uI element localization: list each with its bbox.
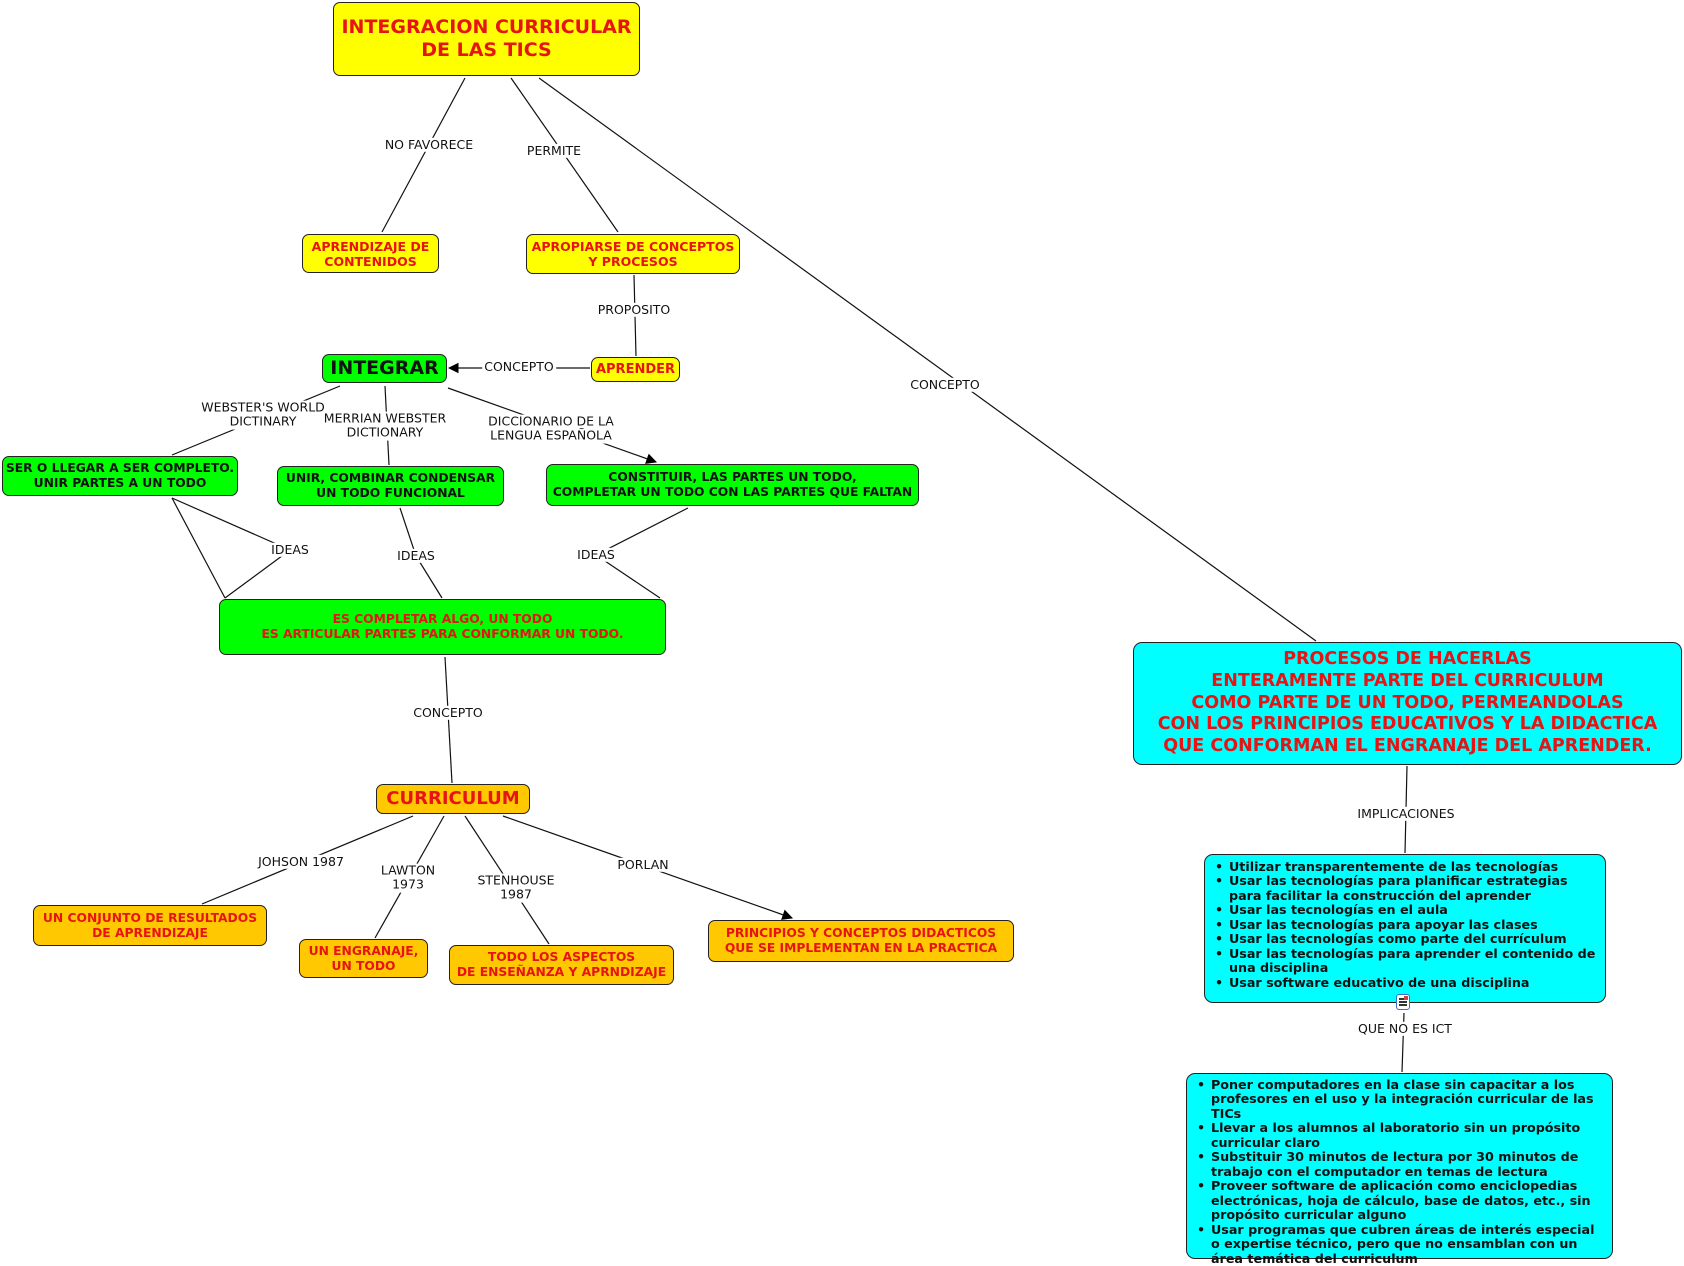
list-item: Usar las tecnologías en el aula	[1215, 902, 1597, 918]
node-es-completar[interactable]: ES COMPLETAR ALGO, UN TODO ES ARTICULAR …	[219, 599, 666, 655]
link-label-permite: PERMITE	[524, 142, 584, 159]
title-node[interactable]: INTEGRACION CURRICULAR DE LAS TICS	[333, 2, 640, 76]
link-line	[381, 77, 466, 233]
list-item: Proveer software de aplicación como enci…	[1197, 1178, 1604, 1222]
link-line	[538, 77, 1317, 642]
link-label-concepto-curriculum: CONCEPTO	[411, 704, 485, 721]
list-item: Utilizar transparentemente de las tecnol…	[1215, 859, 1597, 875]
link-label-stenhouse: STENHOUSE 1987	[475, 872, 557, 903]
link-label-no-favorece: NO FAVORECE	[382, 136, 476, 153]
node-aprendizaje-de-contenidos[interactable]: APRENDIZAJE DE CONTENIDOS	[302, 234, 439, 273]
node-engranaje[interactable]: UN ENGRANAJE, UN TODO	[299, 939, 428, 978]
node-todo-aspectos[interactable]: TODO LOS ASPECTOS DE ENSEÑANZA Y APRNDIZ…	[449, 945, 674, 985]
list-item: Llevar a los alumnos al laboratorio sin …	[1197, 1121, 1604, 1150]
document-icon[interactable]	[1396, 994, 1410, 1010]
list-item: Usar programas que cubren áreas de inter…	[1197, 1222, 1604, 1266]
link-label-ideas-2: IDEAS	[395, 547, 437, 564]
list-item: Usar las tecnologías para apoyar las cla…	[1215, 917, 1597, 933]
link-label-porlan: PORLAN	[615, 856, 671, 873]
node-procesos[interactable]: PROCESOS DE HACERLAS ENTERAMENTE PARTE D…	[1133, 642, 1682, 765]
link-label-websters: WEBSTER'S WORLD DICTINARY	[199, 399, 327, 430]
link-label-lawton: LAWTON 1973	[378, 862, 438, 893]
node-ser-completo[interactable]: SER O LLEGAR A SER COMPLETO. UNIR PARTES…	[2, 456, 238, 496]
link-line	[171, 497, 226, 599]
list-item: Usar las tecnologías como parte del curr…	[1215, 931, 1597, 947]
node-integrar[interactable]: INTEGRAR	[322, 354, 447, 383]
list-item: Usar las tecnologías para aprender el co…	[1215, 946, 1597, 976]
implicaciones-list[interactable]: Utilizar transparentemente de las tecnol…	[1204, 854, 1606, 1003]
link-label-concepto-main: CONCEPTO	[908, 376, 982, 393]
link-label-ideas-3: IDEAS	[575, 546, 617, 563]
node-conjunto-resultados[interactable]: UN CONJUNTO DE RESULTADOS DE APRENDIZAJE	[33, 905, 267, 946]
list-item: Usar software educativo de una disciplin…	[1215, 975, 1597, 991]
link-label-merrian: MERRIAN WEBSTER DICTIONARY	[321, 410, 449, 441]
node-apropiarse[interactable]: APROPIARSE DE CONCEPTOS Y PROCESOS	[526, 234, 740, 274]
link-label-johson: JOHSON 1987	[256, 853, 346, 870]
list-item: Substituir 30 minutos de lectura por 30 …	[1197, 1150, 1604, 1179]
list-item: Poner computadores en la clase sin capac…	[1197, 1077, 1604, 1121]
que-no-es-ict-list[interactable]: Poner computadores en la clase sin capac…	[1186, 1073, 1613, 1265]
link-label-concepto-aprender: CONCEPTO	[482, 358, 556, 375]
link-label-proposito: PROPOSITO	[595, 301, 673, 318]
node-curriculum[interactable]: CURRICULUM	[376, 784, 530, 814]
node-constituir[interactable]: CONSTITUIR, LAS PARTES UN TODO, COMPLETA…	[546, 464, 919, 506]
link-label-ideas-1: IDEAS	[269, 541, 311, 558]
list-item: Usar las tecnologías para planificar est…	[1215, 874, 1597, 903]
node-aprender[interactable]: APRENDER	[591, 357, 680, 382]
link-label-implicaciones: IMPLICACIONES	[1355, 805, 1457, 822]
node-principios[interactable]: PRINCIPIOS Y CONCEPTOS DIDACTICOS QUE SE…	[708, 920, 1014, 962]
link-label-diccionario: DICCIONARIO DE LA LENGUA ESPAÑOLA	[486, 413, 616, 444]
link-label-que-no-es-ict: QUE NO ES ICT	[1356, 1020, 1454, 1037]
node-unir[interactable]: UNIR, COMBINAR CONDENSAR UN TODO FUNCION…	[277, 466, 504, 506]
